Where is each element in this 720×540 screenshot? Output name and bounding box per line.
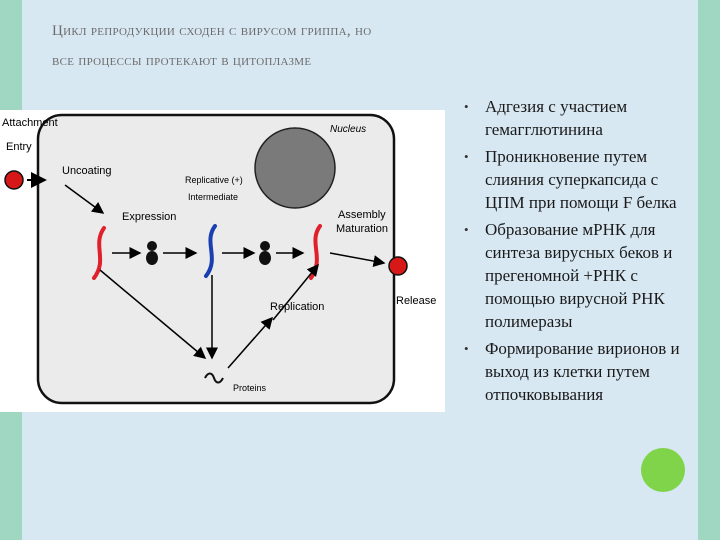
nucleus-label: Nucleus: [330, 124, 366, 135]
arrow-proteins-to-assembly: [227, 316, 273, 369]
replicative-label: Replicative (+): [185, 175, 243, 185]
proteins-label: Proteins: [233, 383, 267, 393]
polymerase-icon-1: [147, 241, 157, 251]
maturation-label: Maturation: [336, 223, 388, 235]
protein-squiggle-icon: [204, 372, 224, 384]
genome-strand-1: [92, 226, 106, 280]
bullet-text: Адгезия с участием гемагглютинина: [485, 97, 628, 139]
bullet-item: • Адгезия с участием гемагглютинина: [462, 95, 702, 141]
polymerase-body-1: [146, 251, 158, 265]
bullet-text: Формирование вирионов и выход из клетки …: [485, 339, 680, 404]
entry-label: Entry: [6, 141, 32, 153]
bullet-item: • Образование мРНК для синтеза вирусных б…: [462, 218, 702, 333]
title-line-2: все процессы протекают в цитоплазме: [52, 53, 312, 69]
decorative-green-circle: [641, 448, 685, 492]
release-label: Release: [396, 295, 436, 307]
bullet-item: • Проникновение путем слияния суперкапсид…: [462, 145, 702, 214]
polymerase-body-2: [259, 251, 271, 265]
bullet-dot-icon: •: [464, 222, 469, 237]
uncoating-arrow: [64, 184, 105, 214]
host-cell: [36, 113, 396, 405]
expression-label: Expression: [122, 211, 176, 223]
bullet-dot-icon: •: [464, 149, 469, 164]
assembly-label: Assembly: [338, 209, 386, 221]
bullet-item: • Формирование вирионов и выход из клетки…: [462, 337, 702, 406]
incoming-virion-icon: [4, 170, 24, 190]
arrow-strand1-to-proteins: [99, 269, 207, 359]
bullet-dot-icon: •: [464, 341, 469, 356]
bullet-list: • Адгезия с участием гемагглютинина • Прон…: [462, 95, 702, 410]
uncoating-label: Uncoating: [62, 165, 112, 177]
nucleus-shape: [254, 127, 336, 209]
replication-label: Replication: [270, 301, 324, 313]
attachment-label: Attachment: [2, 117, 58, 129]
title-line-1: Цикл репродукции сходен с вирусом гриппа…: [52, 23, 372, 39]
polymerase-icon-2: [260, 241, 270, 251]
diagram-svg: Nucleus Attachment Entry Uncoating Repli…: [2, 113, 436, 405]
arrow-to-release: [329, 252, 386, 267]
intermediate-label: Intermediate: [188, 192, 238, 202]
virus-replication-diagram: Nucleus Attachment Entry Uncoating Repli…: [0, 110, 445, 412]
bullet-text: Образование мРНК для синтеза вирусных бе…: [485, 220, 673, 331]
bullet-dot-icon: •: [464, 99, 469, 114]
replication-arrow: [272, 263, 319, 321]
released-virion-icon: [388, 256, 408, 276]
slide-title: Цикл репродукции сходен с вирусом гриппа…: [52, 16, 692, 76]
bullet-text: Проникновение путем слияния суперкапсида…: [485, 147, 677, 212]
right-decorative-stripe: [698, 0, 720, 540]
intermediate-strand: [204, 224, 217, 278]
